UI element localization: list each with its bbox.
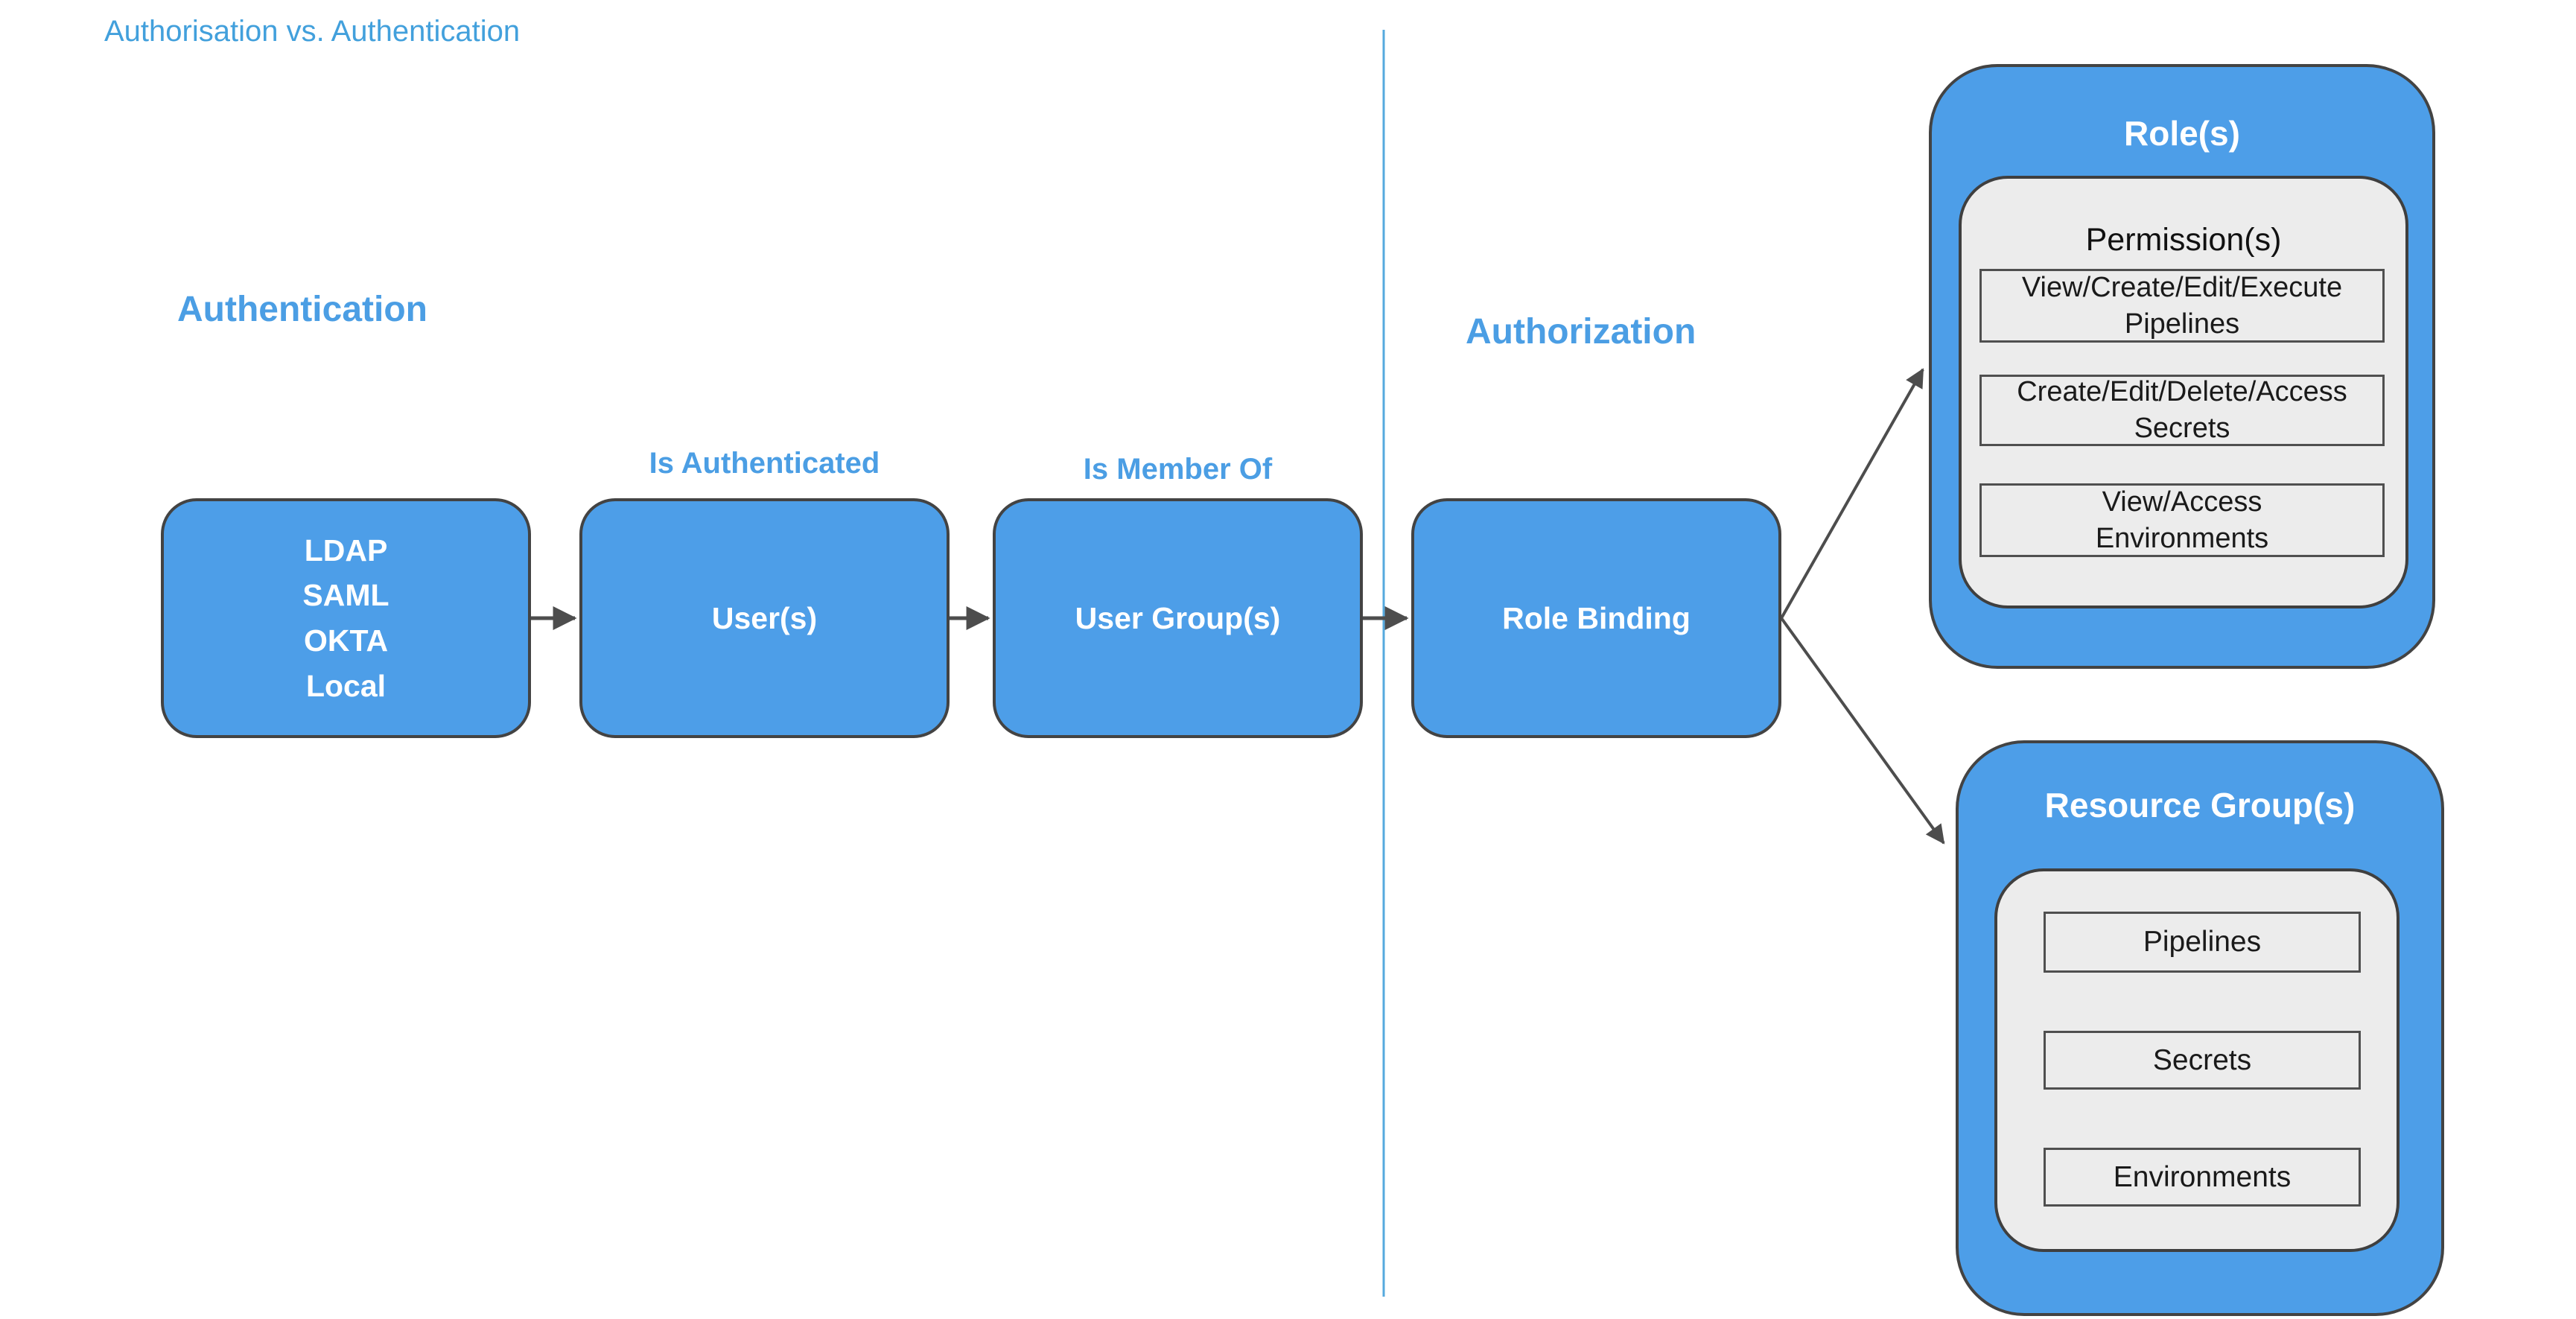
resource-groups-panel-title: Resource Group(s) — [2044, 786, 2356, 824]
authorization-section-heading: Authorization — [1466, 312, 1696, 352]
page-title: Authorisation vs. Authentication — [104, 15, 521, 48]
roles-panel-title: Role(s) — [2124, 114, 2240, 153]
user-groups-node: User Group(s) — [993, 498, 1363, 738]
resource-item-secrets: Secrets — [2044, 1031, 2361, 1090]
users-node: User(s) — [579, 498, 950, 738]
permission-item-secrets: Create/Edit/Delete/Access Secrets — [1979, 375, 2385, 446]
arrow-role-binding-to-roles — [1780, 368, 1924, 619]
resource-item-environments: Environments — [2044, 1148, 2361, 1207]
resource-item-pipelines: Pipelines — [2044, 912, 2361, 973]
is-authenticated-label: Is Authenticated — [649, 447, 880, 480]
authentication-section-heading: Authentication — [177, 290, 427, 329]
role-binding-node: Role Binding — [1411, 498, 1781, 738]
arrow-role-binding-to-resource-groups — [1780, 617, 1945, 845]
is-member-of-label: Is Member Of — [1083, 453, 1273, 486]
permission-item-pipelines: View/Create/Edit/Execute Pipelines — [1979, 269, 2385, 343]
permission-item-environments: View/Access Environments — [1979, 483, 2385, 557]
permissions-subpanel-title: Permission(s) — [2085, 222, 2282, 258]
identity-providers-node: LDAP SAML OKTA Local — [161, 498, 531, 738]
